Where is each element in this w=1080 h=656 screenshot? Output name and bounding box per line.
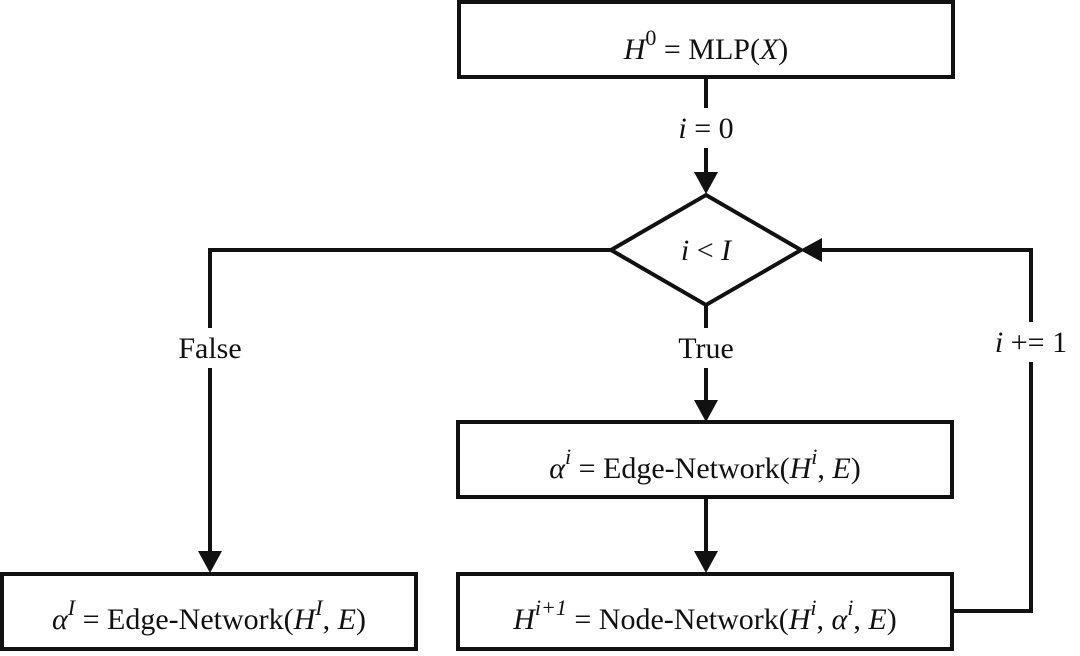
edge-network-label: αi = Edge-Network(Hi, E) [549,444,861,485]
edge-network-box [456,420,954,499]
loop-label: i += 1 [995,326,1067,359]
condition-diamond [607,192,805,308]
init-edge-label-bg [664,108,748,148]
final-edge-network-box [0,572,418,651]
arrowhead-node-step [694,551,718,573]
node-network-label: Hi+1 = Node-Network(Hi, αi, E) [512,595,897,636]
arrowhead-edge-step [694,400,718,422]
condition-label: i < I [681,234,733,267]
arrowhead-final [198,551,222,573]
node-network-box [456,572,954,651]
edge-loop [818,248,1033,613]
true-label-bg [670,328,742,368]
edge-false [208,248,611,555]
init-box [457,0,955,79]
arrowhead-condition-right [800,238,822,262]
loop-label-bg [988,322,1078,362]
false-label-bg [170,328,250,368]
arrowhead-condition-top [694,172,718,194]
init-label: H0 = MLP(X) [623,25,789,66]
final-edge-network-label: αI = Edge-Network(HI, E) [52,595,366,636]
init-edge-label: i = 0 [678,112,733,145]
true-label: True [678,332,734,365]
false-label: False [178,332,241,365]
